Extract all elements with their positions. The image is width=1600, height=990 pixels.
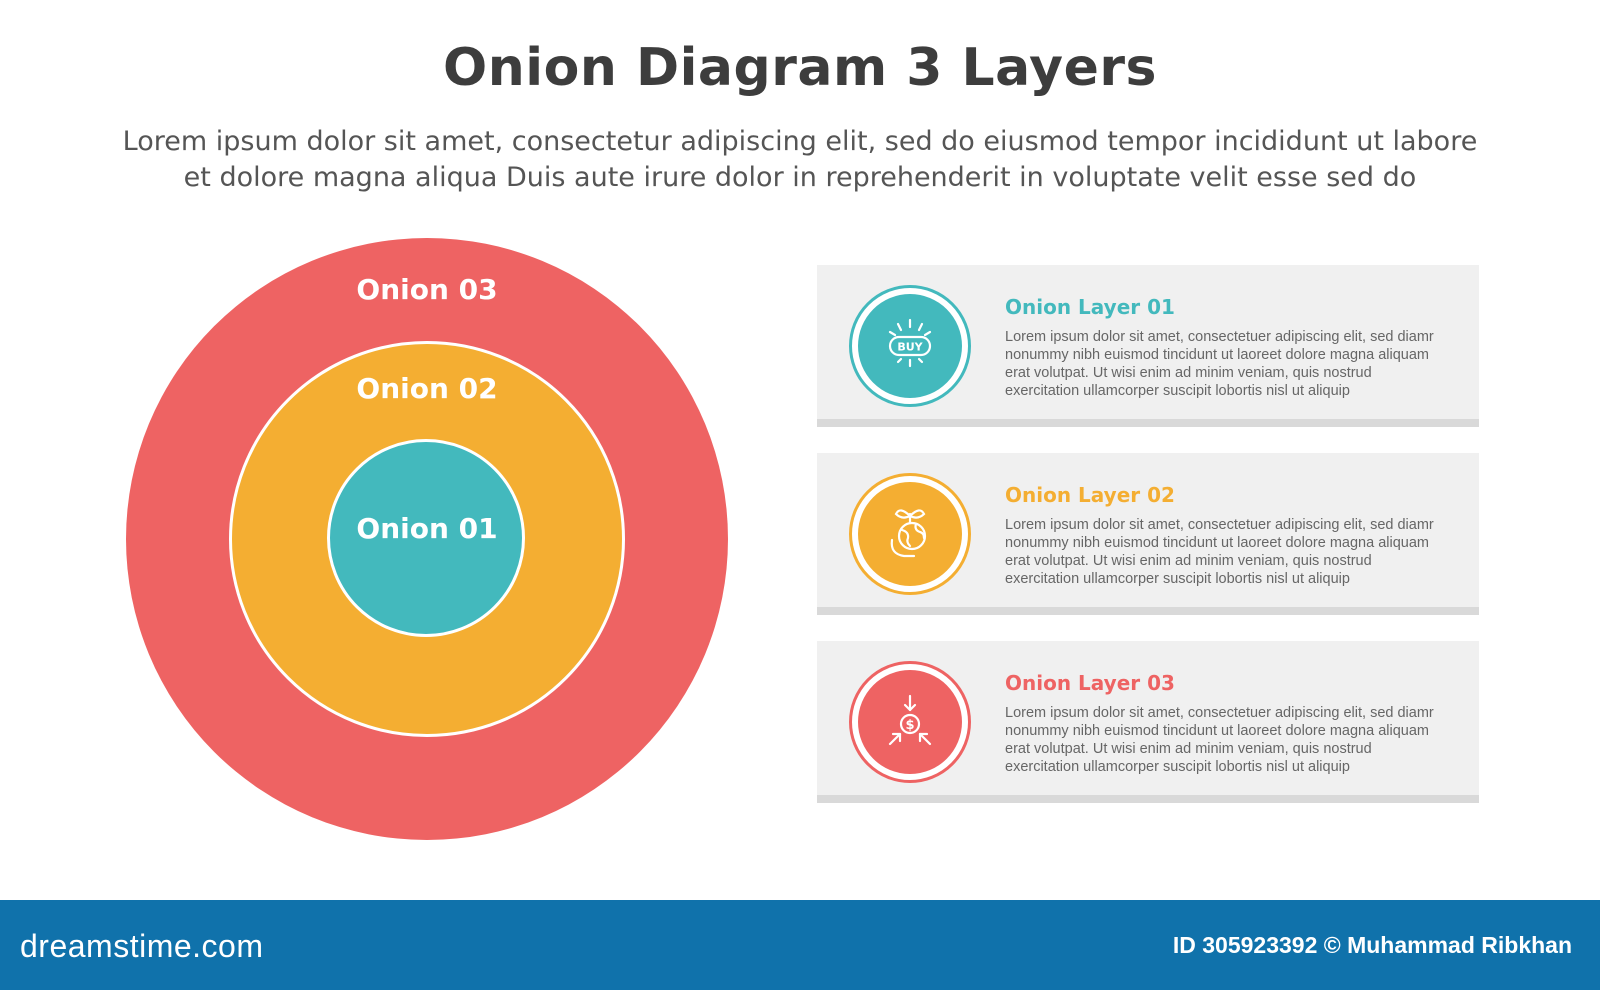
layer-card-03: $ Onion Layer 03 Lorem ipsum dolor sit a…: [817, 641, 1479, 803]
layer-body-03: Lorem ipsum dolor sit amet, consectetuer…: [1005, 705, 1434, 775]
buy-tag-icon: BUY: [888, 318, 932, 368]
footer-brand: dreamstime.com: [20, 928, 264, 964]
layer-heading-02: Onion Layer 02: [1005, 483, 1175, 507]
layer-heading-01: Onion Layer 01: [1005, 295, 1175, 319]
layer-icon-fill-03: [858, 670, 962, 774]
layer-icon-badge-02: [849, 473, 971, 595]
layer-icon-fill-01: [858, 294, 962, 398]
subtitle-line-1: Lorem ipsum dolor sit amet, consectetur …: [122, 126, 1478, 157]
layer-body-02: Lorem ipsum dolor sit amet, consectetuer…: [1005, 517, 1434, 587]
dollar-arrows-icon: $: [888, 694, 932, 746]
buy-icon-text: BUY: [897, 341, 923, 354]
globe-plant-icon: [890, 509, 927, 558]
layer-card-02: Onion Layer 02 Lorem ipsum dolor sit ame…: [817, 453, 1479, 615]
layer-card-01: BUY Onion Layer 01 Lorem ipsum dolor sit…: [817, 265, 1479, 427]
layer-icon-fill-02: [858, 482, 962, 586]
layer-body-01: Lorem ipsum dolor sit amet, consectetuer…: [1005, 329, 1434, 399]
footer-credit: ID 305923392 © Muhammad Ribkhan: [1172, 932, 1572, 958]
layer-icon-badge-01: BUY: [849, 285, 971, 407]
onion-label-01: Onion 01: [356, 512, 498, 545]
dollar-icon-text: $: [905, 718, 914, 733]
onion-ring-01: [327, 439, 525, 637]
onion-label-02: Onion 02: [356, 372, 498, 405]
subtitle-line-2: et dolore magna aliqua Duis aute irure d…: [183, 162, 1417, 193]
layer-icon-badge-03: $: [849, 661, 971, 783]
onion-label-03: Onion 03: [356, 273, 498, 306]
footer-bar: dreamstime.com ID 305923392 © Muhammad R…: [0, 900, 1600, 990]
page-subtitle: Lorem ipsum dolor sit amet, consectetur …: [60, 124, 1540, 196]
page-title: Onion Diagram 3 Layers: [443, 38, 1157, 98]
onion-diagram: Onion 03 Onion 02 Onion 01: [118, 230, 728, 840]
layer-heading-03: Onion Layer 03: [1005, 671, 1175, 695]
